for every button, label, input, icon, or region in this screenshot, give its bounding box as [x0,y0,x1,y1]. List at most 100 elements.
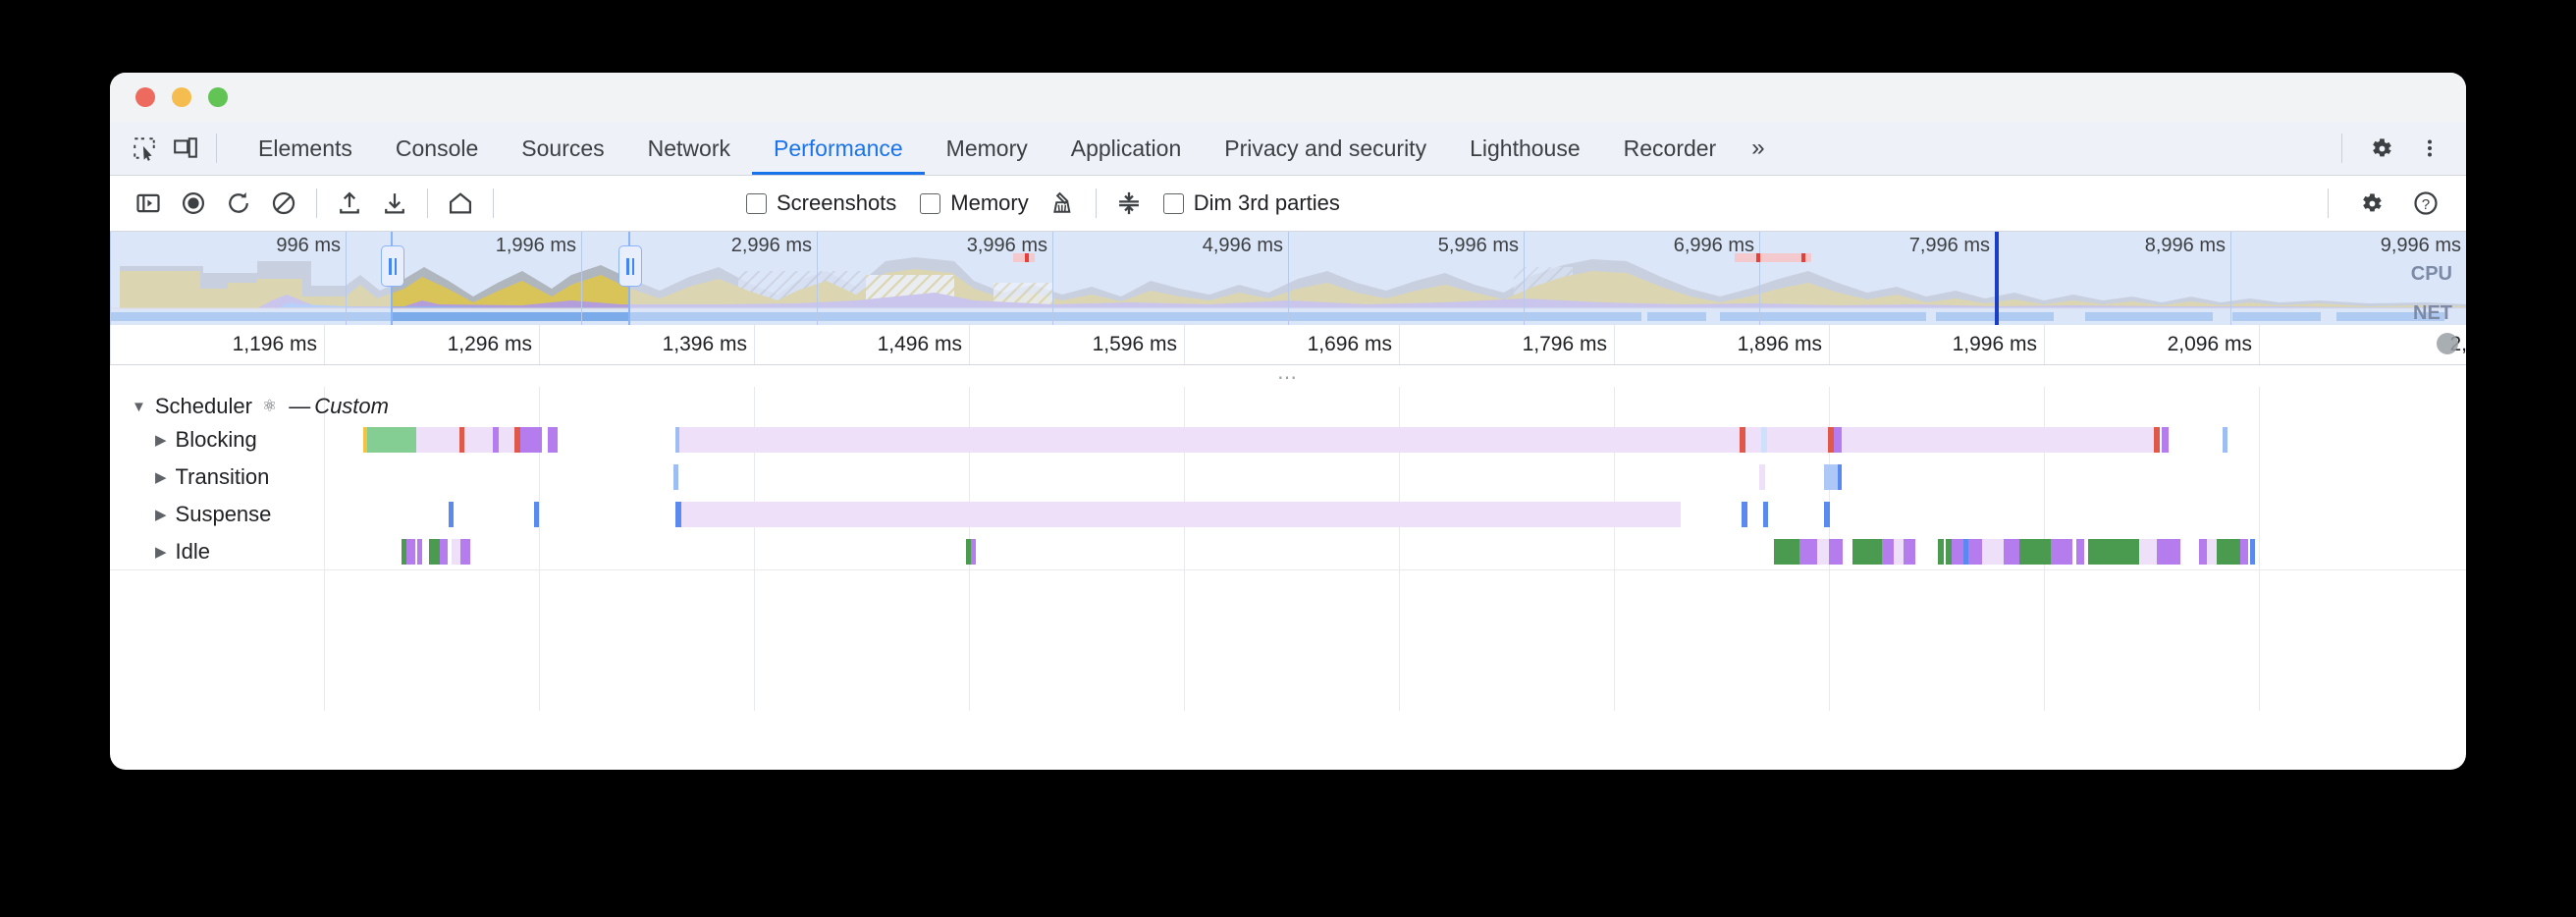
event-bar[interactable] [675,427,679,453]
event-bar[interactable] [1742,502,1747,527]
event-bar[interactable] [1963,539,1968,565]
clear-icon[interactable] [261,181,306,226]
event-bar[interactable] [1952,539,1963,565]
tab-lighthouse[interactable]: Lighthouse [1470,135,1581,161]
event-bar[interactable] [514,427,520,453]
event-bar[interactable] [2207,539,2217,565]
kebab-menu-icon[interactable] [2409,128,2450,169]
flame-chart[interactable]: ▼ Scheduler ⚛ — Custom ▶ Blocking [110,387,2466,711]
event-bar[interactable] [1799,539,1817,565]
tab-performance[interactable]: Performance [752,122,925,175]
track-row-transition[interactable]: ▶ Transition [110,458,2466,497]
collapse-tracks-icon[interactable] [1106,181,1152,226]
event-bar[interactable] [1938,539,1944,565]
download-icon[interactable] [372,181,417,226]
selection-right-handle[interactable] [618,245,642,287]
event-bar[interactable] [1894,539,1904,565]
event-bar[interactable] [1761,427,1767,453]
event-bar[interactable] [406,539,415,565]
tab-sources[interactable]: Sources [521,135,605,161]
event-bar[interactable] [1763,502,1768,527]
event-bar[interactable] [2004,539,2019,565]
event-bar[interactable] [1968,539,1982,565]
tab-console[interactable]: Console [395,135,479,161]
event-bar[interactable] [1817,539,1829,565]
event-bar[interactable] [1882,539,1894,565]
event-bar[interactable] [966,539,971,565]
event-bar[interactable] [681,502,1681,527]
tab-application[interactable]: Application [1070,135,1182,161]
event-bar[interactable] [1982,539,2004,565]
reload-and-record-icon[interactable] [216,181,261,226]
event-bar[interactable] [440,539,448,565]
event-bar[interactable] [2139,539,2157,565]
event-bar[interactable] [1745,427,1761,453]
event-bar[interactable] [2250,539,2255,565]
dim-3rd-parties-checkbox-box[interactable] [1162,192,1184,214]
event-bar[interactable] [1904,539,1915,565]
gear-icon[interactable] [2348,181,2393,226]
event-bar[interactable] [499,427,514,453]
tab-recorder[interactable]: Recorder [1623,135,1717,161]
memory-checkbox[interactable]: Memory [920,190,1029,216]
close-window-button[interactable] [135,87,155,107]
tab-privacy-and-security[interactable]: Privacy and security [1224,135,1427,161]
event-bar[interactable] [417,539,422,565]
event-bar[interactable] [459,427,464,453]
event-bar[interactable] [2157,539,2180,565]
event-bar[interactable] [2217,539,2240,565]
collapse-triangle-icon[interactable]: ▶ [155,432,167,449]
event-bar[interactable] [679,427,1740,453]
event-bar[interactable] [1824,464,1840,490]
event-bar[interactable] [2051,539,2072,565]
collapse-triangle-icon[interactable]: ▶ [155,507,167,523]
event-bar[interactable] [1842,427,2154,453]
event-bar[interactable] [1946,539,1952,565]
event-bar[interactable] [464,427,493,453]
event-bar[interactable] [1759,464,1765,490]
maximize-window-button[interactable] [208,87,228,107]
inspect-element-icon[interactable] [124,128,165,169]
event-bar[interactable] [429,539,440,565]
event-bar[interactable] [2223,427,2227,453]
gear-icon[interactable] [2360,128,2401,169]
panel-resizer[interactable]: ⋯ [110,365,2466,389]
event-bar[interactable] [1829,539,1843,565]
event-bar[interactable] [416,427,459,453]
event-bar[interactable] [449,502,454,527]
event-bar[interactable] [2088,539,2139,565]
tab-network[interactable]: Network [647,135,730,161]
more-tabs-chevron-icon[interactable]: » [1751,135,1765,161]
screenshots-checkbox-box[interactable] [746,192,767,214]
event-bar[interactable] [2240,539,2248,565]
track-label-idle[interactable]: ▶ Idle [110,532,210,571]
event-bar[interactable] [2154,427,2160,453]
upload-icon[interactable] [327,181,372,226]
garbage-collect-broom-icon[interactable] [1041,181,1086,226]
selection-left-handle[interactable] [381,245,404,287]
dim-3rd-parties-checkbox[interactable]: Dim 3rd parties [1162,190,1340,216]
event-bar[interactable] [460,539,470,565]
timeline-overview[interactable]: 996 ms 1,996 ms 2,996 ms 3,996 ms 4,996 … [110,232,2466,325]
event-bar[interactable] [2162,427,2169,453]
event-bar[interactable] [548,427,558,453]
event-bar[interactable] [675,502,681,527]
tab-memory[interactable]: Memory [945,135,1028,161]
timeline-ruler[interactable]: 1,196 ms 1,296 ms 1,396 ms 1,496 ms 1,59… [110,325,2466,365]
record-icon[interactable] [171,181,216,226]
minimize-window-button[interactable] [172,87,191,107]
device-toolbar-icon[interactable] [165,128,206,169]
sidebar-toggle-icon[interactable] [126,181,171,226]
event-bar[interactable] [1852,539,1882,565]
event-bar[interactable] [520,427,542,453]
event-bar[interactable] [1767,427,1828,453]
tab-elements[interactable]: Elements [258,135,352,161]
vertical-scrollbar-thumb[interactable] [2437,333,2458,354]
event-bar[interactable] [402,539,406,565]
event-bar[interactable] [493,427,499,453]
collapse-triangle-icon[interactable]: ▶ [155,544,167,561]
event-bar[interactable] [1740,427,1745,453]
event-bar[interactable] [1824,502,1830,527]
collapse-triangle-icon[interactable]: ▶ [155,469,167,486]
event-bar[interactable] [367,427,416,453]
